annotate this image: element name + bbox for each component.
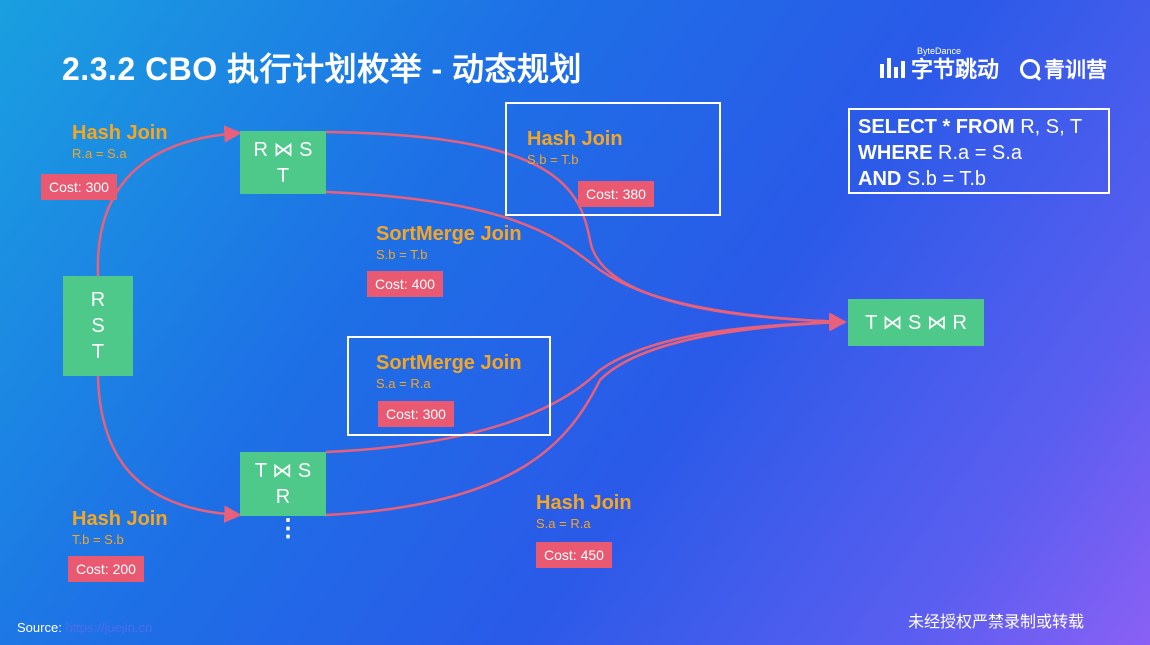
qingxun-text: 青训营: [1044, 59, 1107, 82]
join-label-hash-rs: Hash Join R.a = S.a: [72, 122, 168, 161]
bytedance-bars-icon: [880, 58, 905, 78]
sql-query-box: SELECT * FROM R, S, T WHERE R.a = S.a AN…: [848, 108, 1110, 194]
bytedance-logo: ByteDance 字节跳动: [880, 46, 1000, 84]
ellipsis: ⋮: [276, 515, 300, 542]
sql-line-3: AND S.b = T.b: [858, 168, 987, 190]
qingxun-logo: 青训营: [1020, 54, 1107, 84]
qingxun-q-icon: [1020, 59, 1040, 79]
edge-rst-to-ts: [96, 375, 242, 523]
cost-badge-sortmerge-rst: Cost: 400: [367, 271, 443, 297]
join-label-hash-ts: Hash Join T.b = S.b: [72, 508, 168, 547]
edge-ts-sortmerge: [325, 313, 847, 454]
source-footer: Source: https://juejin.cn: [17, 620, 152, 635]
edge-rst-to-rs: [96, 125, 242, 277]
bytedance-small-text: ByteDance: [917, 46, 962, 56]
join-label-sortmerge-tsr: SortMerge Join S.a = R.a: [376, 352, 522, 391]
edge-rs-sortmerge: [325, 190, 847, 331]
cost-badge-hash-tsr: Cost: 450: [536, 542, 612, 568]
cost-badge-sortmerge-tsr: Cost: 300: [378, 401, 454, 427]
cost-badge-hash-rst: Cost: 380: [578, 181, 654, 207]
join-label-hash-tsr: Hash Join S.a = R.a: [536, 492, 632, 531]
join-label-hash-rst: Hash Join S.b = T.b: [527, 128, 623, 167]
source-label: Source:: [17, 620, 62, 635]
source-link[interactable]: https://juejin.cn: [65, 620, 153, 635]
highlight-box-hashjoin-380: [505, 102, 721, 216]
page-title: 2.3.2 CBO 执行计划枚举 - 动态规划: [62, 51, 583, 87]
bytedance-text: 字节跳动: [911, 57, 1000, 82]
sql-line-1: SELECT * FROM R, S, T: [858, 116, 1083, 138]
cost-badge-hash-rs: Cost: 300: [41, 174, 117, 200]
highlight-box-sortmerge-300: [347, 336, 551, 436]
copyright-notice: 未经授权严禁录制或转载: [908, 614, 1085, 631]
edge-ts-hashjoin: [325, 313, 847, 517]
cost-badge-hash-ts: Cost: 200: [68, 556, 144, 582]
sql-line-2: WHERE R.a = S.a: [858, 142, 1022, 164]
node-final: T ⋈ S ⋈ R: [848, 299, 984, 346]
join-label-sortmerge-rst: SortMerge Join S.b = T.b: [376, 223, 522, 262]
